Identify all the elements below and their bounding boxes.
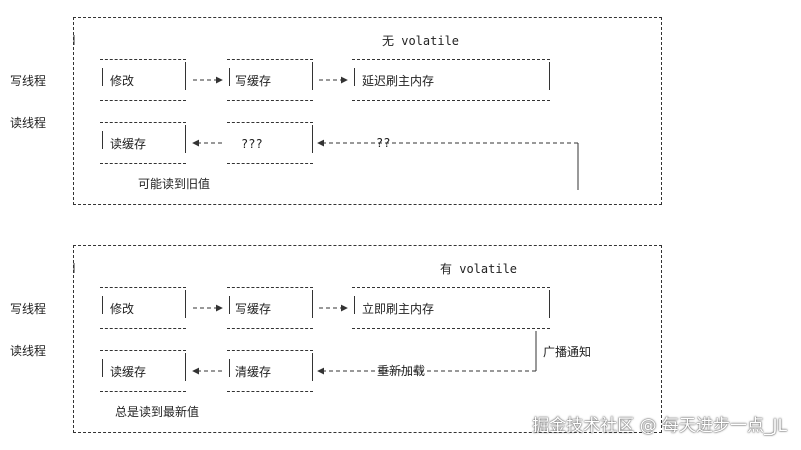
- top-read-cache-label: 读缓存: [110, 137, 147, 151]
- bottom-write-cache-box: 写缓存: [227, 287, 313, 329]
- top-delayed-flush-box: 延迟刷主内存: [352, 59, 550, 101]
- top-modify-box: 修改: [100, 59, 186, 101]
- bottom-write-cache-label: 写缓存: [235, 302, 272, 316]
- top-unknown-box: ???: [227, 122, 313, 164]
- bottom-immediate-flush-box: 立即刷主内存: [352, 287, 550, 329]
- top-diagram-title: 无 volatile: [382, 34, 460, 48]
- top-unknown-label: ???: [241, 137, 263, 151]
- top-unknown-link-label: ??: [375, 136, 392, 150]
- top-write-thread-label: 写线程: [10, 74, 47, 88]
- bottom-immediate-flush-label: 立即刷主内存: [362, 302, 435, 316]
- top-delayed-flush-label: 延迟刷主内存: [362, 74, 435, 88]
- top-read-thread-label: 读线程: [10, 116, 47, 130]
- bottom-diagram-title: 有 volatile: [440, 262, 518, 276]
- top-note: 可能读到旧值: [138, 177, 211, 191]
- bottom-diagram-frame: [73, 245, 662, 433]
- top-write-cache-box: 写缓存: [227, 59, 313, 101]
- top-read-cache-box: 读缓存: [100, 122, 186, 164]
- top-diagram-frame: [73, 17, 662, 205]
- bottom-write-thread-label: 写线程: [10, 302, 47, 316]
- top-modify-label: 修改: [110, 74, 135, 88]
- bottom-read-cache-box: 读缓存: [100, 350, 186, 392]
- bottom-clear-cache-label: 清缓存: [235, 365, 272, 379]
- bottom-broadcast-label: 广播通知: [543, 345, 592, 359]
- bottom-modify-label: 修改: [110, 302, 135, 316]
- bottom-note: 总是读到最新值: [115, 405, 200, 419]
- watermark: 掘金技术社区 @ 每天进步一点_JL: [532, 416, 787, 436]
- bottom-read-cache-label: 读缓存: [110, 365, 147, 379]
- top-write-cache-label: 写缓存: [235, 74, 272, 88]
- bottom-clear-cache-box: 清缓存: [227, 350, 313, 392]
- bottom-modify-box: 修改: [100, 287, 186, 329]
- bottom-read-thread-label: 读线程: [10, 344, 47, 358]
